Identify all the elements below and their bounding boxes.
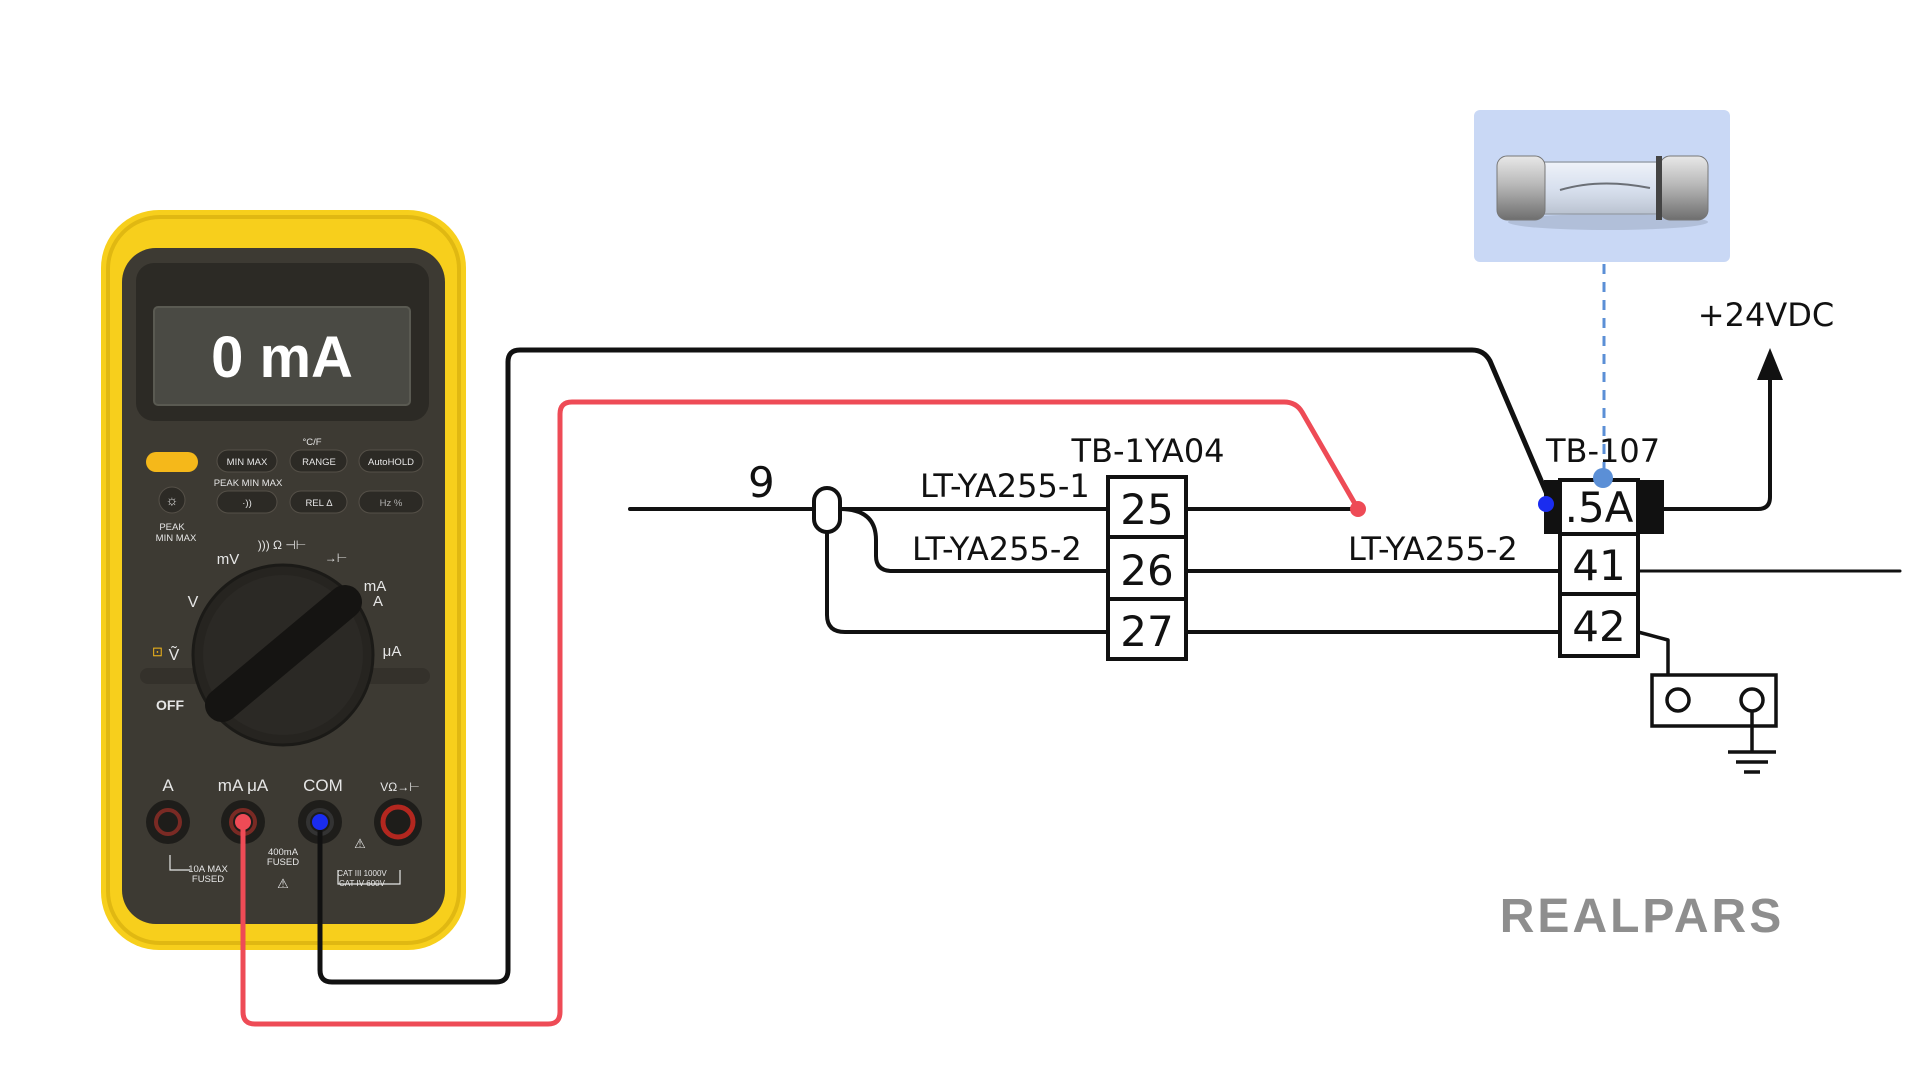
dial-knob-pointer — [205, 585, 362, 722]
fuse-rating-label: .5A — [1565, 483, 1634, 532]
terminal-block-tb-107: TB-107 .5A 41 42 — [1538, 432, 1664, 658]
terminal-41-label: 41 — [1572, 541, 1625, 590]
field-wires: LT-YA255-2 — [1184, 507, 1576, 634]
red-probe-jack-dot — [235, 814, 251, 830]
dial-ohm-label: ))) Ω ⊣⊢ — [258, 538, 307, 552]
cat-label-2: CAT IV 600V — [339, 879, 386, 888]
lcd-screen — [153, 306, 411, 406]
multimeter: 0 mA MIN MAX °C/F RANGE AutoHOLD PEAK MI… — [101, 210, 466, 950]
fuse-element — [1559, 182, 1651, 191]
tb-1ya04-label: TB-1YA04 — [1070, 432, 1224, 470]
black-test-lead[interactable] — [317, 347, 1555, 985]
cf-label: °C/F — [302, 437, 321, 448]
red-test-lead[interactable] — [240, 399, 1361, 1027]
fuse-cap-right-edge — [1656, 156, 1662, 220]
terminal-25-label: 25 — [1120, 485, 1173, 534]
terminal-42-label: 42 — [1572, 602, 1625, 651]
cable-9: 9 LT-YA255-1 LT-YA255-2 — [628, 458, 1109, 634]
dial-ua-label: μA — [383, 643, 402, 660]
rel-button[interactable] — [289, 490, 348, 514]
backlight-icon: ☼ — [166, 492, 179, 508]
supply-label: +24VDC — [1698, 296, 1834, 334]
wire-label-lt2-left: LT-YA255-2 — [912, 530, 1082, 568]
blue-probe-jack-dot — [312, 814, 328, 830]
jack-v-ohm-ring — [380, 804, 416, 840]
cable-shield-oval — [812, 486, 842, 534]
wire-42-to-ground — [1636, 630, 1670, 677]
fuse-cap-left — [1496, 155, 1546, 221]
terminal-27-label: 27 — [1120, 607, 1173, 656]
dial-peak-label: PEAK — [159, 522, 185, 533]
terminal-27[interactable] — [1106, 597, 1188, 661]
dial-off-label: OFF — [156, 697, 184, 713]
cat-label-1: CAT III 1000V — [337, 869, 387, 878]
fuse-10a-bracket — [169, 855, 190, 871]
dial-lowz-icon: ⊡ — [152, 644, 163, 659]
wire-to-terminal-26 — [838, 507, 1109, 573]
autohold-button[interactable] — [358, 449, 424, 473]
beep-icon: ·)) — [242, 498, 252, 509]
dial-v-dc-label: V — [188, 594, 199, 611]
hz-label: Hz % — [380, 498, 403, 509]
fuse-10a-label-2: FUSED — [192, 874, 224, 885]
realpars-logo: REALPARS — [1500, 890, 1784, 943]
ground-terminal-screw-1 — [1665, 687, 1691, 713]
jack-com-label: COM — [303, 776, 343, 795]
peak-min-max-label: PEAK MIN MAX — [214, 478, 283, 489]
supply-arrow-icon — [1757, 348, 1783, 380]
jack-v-ohm-label: VΩ→⊢ — [380, 780, 419, 794]
dial-diode-label: →⊢ — [325, 551, 347, 565]
min-max-button[interactable] — [216, 449, 278, 473]
backlight-button[interactable] — [158, 486, 186, 514]
dial-a-label: A — [373, 593, 383, 610]
supply-wire — [1662, 368, 1772, 511]
dial-mv-label: mV — [217, 551, 240, 568]
fuse-photo — [1474, 110, 1730, 478]
red-probe-tip[interactable] — [1350, 501, 1366, 517]
fuse-400ma-label: 400mA — [268, 847, 299, 858]
cable-number-label: 9 — [748, 458, 775, 507]
jack-ma-ua-label: mA μA — [218, 776, 269, 795]
warning-icon-2: ⚠ — [354, 836, 366, 851]
ground-connection — [1636, 630, 1778, 774]
rel-label: REL Δ — [305, 498, 333, 509]
terminal-41[interactable] — [1558, 532, 1640, 596]
black-probe-tip[interactable] — [1538, 496, 1554, 512]
holster-inner-edge — [106, 215, 461, 945]
wire-label-lt2-right: LT-YA255-2 — [1348, 530, 1518, 568]
fuse-10a-label: 10A MAX — [188, 864, 228, 875]
dial-v-ac-label: Ṽ — [169, 644, 180, 664]
min-max-label: MIN MAX — [227, 457, 268, 468]
range-label: RANGE — [302, 457, 336, 468]
wire-to-terminal-27 — [825, 530, 1109, 634]
autohold-label: AutoHOLD — [368, 457, 414, 468]
hz-button[interactable] — [358, 490, 424, 514]
terminal-26-label: 26 — [1120, 546, 1173, 595]
jack-a-ring — [154, 808, 182, 836]
yellow-shift-button[interactable] — [146, 452, 198, 472]
range-button[interactable] — [289, 449, 348, 473]
lcd-reading: 0 mA — [211, 325, 353, 390]
terminal-42[interactable] — [1558, 592, 1640, 658]
fuse-cap-right — [1659, 155, 1709, 221]
tb-107-label: TB-107 — [1545, 432, 1660, 470]
cat-bracket — [337, 870, 401, 885]
dial-ma-label: mA — [364, 578, 387, 595]
beep-button[interactable] — [216, 490, 278, 514]
jack-a-label: A — [162, 776, 174, 795]
fuse-400ma-label-2: FUSED — [267, 857, 299, 868]
supply-24vdc: +24VDC — [1662, 296, 1834, 511]
terminal-block-tb-1ya04: TB-1YA04 25 26 27 — [1070, 432, 1225, 661]
warning-icon: ⚠ — [277, 876, 289, 891]
fuse-callout-dot — [1593, 468, 1613, 488]
ground-terminal-screw-2 — [1739, 687, 1765, 713]
wire-label-lt1: LT-YA255-1 — [920, 467, 1090, 505]
jack-a[interactable] — [146, 800, 190, 844]
dial-peak-min-max-label: MIN MAX — [156, 533, 197, 544]
